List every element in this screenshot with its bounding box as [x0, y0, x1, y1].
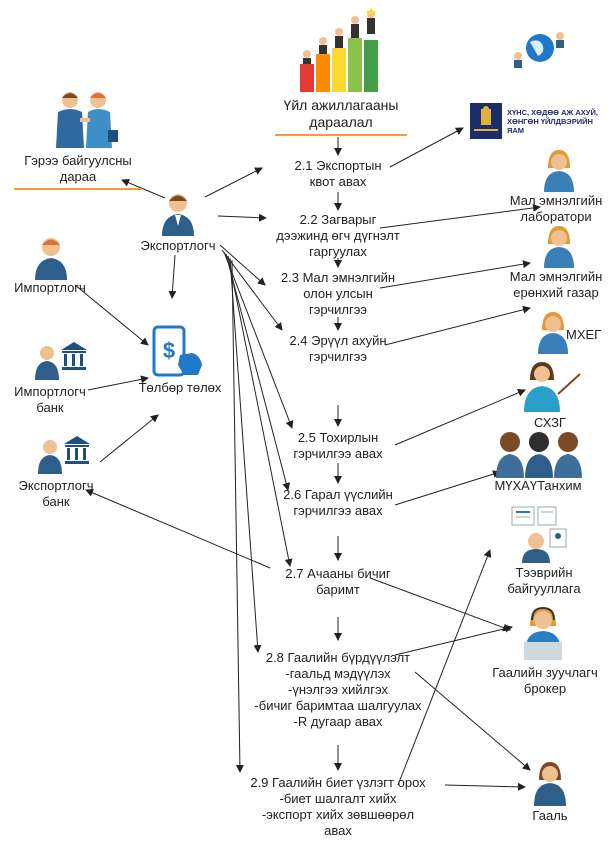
step-2-3: 2.3 Мал эмнэлгийн олон улсын гэрчилгээ — [280, 270, 396, 317]
importer-label: Импортлогч — [14, 280, 86, 295]
progress-podium-icon — [300, 8, 378, 92]
importer-person-icon — [35, 238, 67, 280]
mxeg-person-icon — [538, 312, 568, 354]
chamber-group-icon — [496, 432, 582, 478]
arrow-s26-chamber — [394, 470, 501, 506]
customs-label: Гааль — [532, 808, 568, 823]
payment-label: Төлбөр төлөх — [138, 380, 222, 395]
step-2-8: 2.8 Гаалийн бүрдүүлэлт -гаальд мэдүүлэх … — [254, 650, 422, 729]
sxzg-label: СХЗГ — [534, 415, 566, 430]
vet-general-person-icon — [544, 226, 574, 268]
arrow-exp-payment — [168, 254, 177, 299]
arrow-exp-s28 — [229, 257, 262, 653]
arrow-s27-exporterbank — [85, 489, 271, 569]
globe-network-icon — [514, 32, 564, 68]
ministry-logo-emblem-icon — [470, 103, 502, 139]
importer-bank-label: Импортлогч банк — [14, 384, 86, 415]
handshake-icon — [56, 92, 118, 148]
arrow-exporterbank-payment — [99, 414, 159, 463]
mxeg-label: МХЕГ — [566, 327, 602, 342]
exporter-label: Экспортлогч — [140, 238, 216, 253]
customs-broker-icon — [524, 606, 562, 660]
step-2-5: 2.5 Тохирлын гэрчилгээ авах — [293, 430, 383, 461]
vet-general-label: Мал эмнэлгийн ерөнхий газар — [509, 269, 603, 300]
arrow-s28-customs — [414, 671, 531, 771]
arrow-exp-s26 — [225, 253, 291, 491]
broker-label: Гаалийн зуучлагч брокер — [492, 665, 598, 696]
step-2-9: 2.9 Гаалийн биет үзлэгт орох -биет шалга… — [250, 775, 426, 838]
arrow-exp-s22 — [217, 213, 267, 222]
arrow-exp-s21 — [204, 167, 263, 198]
arrow-exp-contract — [121, 179, 166, 199]
step-2-1: 2.1 Экспортын квот авах — [294, 158, 382, 189]
chamber-label: МҮХАҮТанхим — [494, 478, 582, 493]
arrow-importer-payment — [74, 284, 149, 346]
vet-lab-label: Мал эмнэлгийн лаборатори — [509, 193, 603, 224]
arrow-exp-s25 — [223, 251, 294, 429]
mobile-payment-icon: $ — [152, 325, 202, 377]
arrow-s24-mxeg — [384, 305, 531, 346]
arrow-exp-s29 — [231, 259, 244, 773]
transport-label: Тээврийн байгууллага — [507, 565, 581, 596]
arrow-exp-s27 — [227, 255, 293, 567]
transport-documents-icon — [511, 506, 567, 563]
arrow-exp-s23 — [219, 244, 266, 286]
arrow-s28-broker — [394, 624, 513, 656]
exporter-bank-label: Экспортлогч банк — [18, 478, 94, 509]
contract-signed-label: Гэрээ байгуулсны дараа — [14, 153, 142, 190]
customs-officer-icon — [534, 762, 566, 806]
vet-lab-person-icon — [544, 150, 574, 192]
step-2-7: 2.7 Ачааны бичиг баримт — [285, 566, 391, 597]
exporter-person-icon — [162, 194, 194, 236]
arrow-s22-vetlab — [379, 203, 541, 229]
arrow-s27-broker — [369, 577, 511, 632]
arrow-s23-vetgeneral — [379, 260, 531, 289]
arrow-s29-customs — [444, 782, 526, 791]
ministry-logo-text: ХҮНС, ХӨДӨӨ АЖ АХУЙ, ХӨНГӨН ҮЙЛДВЭРИЙН Я… — [507, 108, 598, 135]
arrow-s29-transport — [397, 549, 492, 786]
sxzg-teacher-icon — [524, 362, 581, 412]
arrow-importerbank-payment — [87, 375, 149, 391]
step-2-4: 2.4 Эрүүл ахуйн гэрчилгээ — [289, 333, 387, 364]
step-2-6: 2.6 Гарал үүслийн гэрчилгээ авах — [283, 487, 393, 518]
exporter-bank-icon — [38, 436, 90, 474]
arrow-s25-sxzg — [394, 389, 526, 446]
arrow-s21-ministry — [389, 127, 464, 168]
process-sequence-title: Үйл ажиллагааны дараалал — [275, 97, 407, 136]
step-2-2: 2.2 Загварыг дээжинд өгч дүгнэлт гаргуул… — [276, 212, 400, 259]
importer-bank-icon — [35, 342, 87, 380]
svg-text:$: $ — [163, 338, 175, 363]
